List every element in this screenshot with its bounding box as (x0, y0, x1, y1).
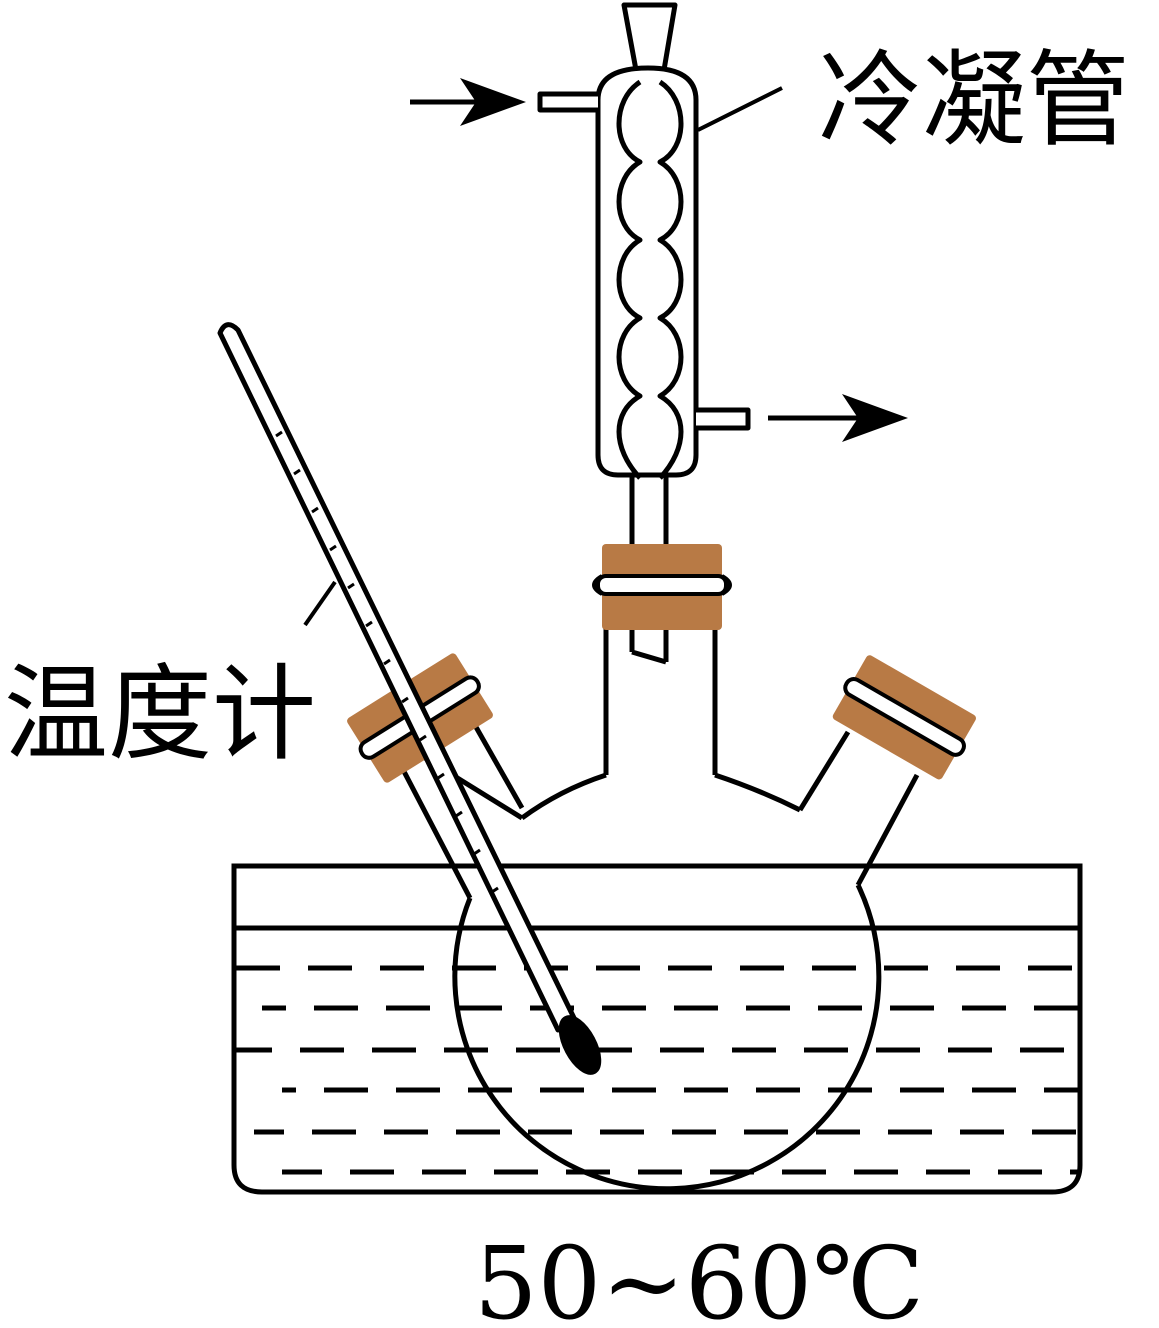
flask-bulb (452, 883, 882, 1192)
thermometer-label: 温度计 (4, 653, 316, 775)
reflux-condenser (537, 2, 751, 665)
right-stopper (832, 655, 976, 780)
thermometer (217, 322, 602, 1075)
water-dashes (236, 965, 1080, 1175)
bath-outline (231, 863, 1083, 1195)
thermometer-ticks (275, 430, 499, 894)
water-outlet-arrow (768, 394, 908, 442)
condenser-label: 冷凝管 (818, 39, 1130, 161)
temperature-label: 50~60℃ (474, 1225, 924, 1328)
condenser-leader-line (697, 86, 783, 132)
thermometer-bulb (558, 1015, 602, 1075)
middle-stopper (592, 544, 732, 630)
thermometer-leader-line (303, 580, 337, 627)
thermometer-tube (217, 322, 578, 1033)
water-inlet-arrow (410, 78, 526, 126)
condenser-bulbs (616, 79, 684, 480)
water-bath (231, 863, 1083, 1195)
